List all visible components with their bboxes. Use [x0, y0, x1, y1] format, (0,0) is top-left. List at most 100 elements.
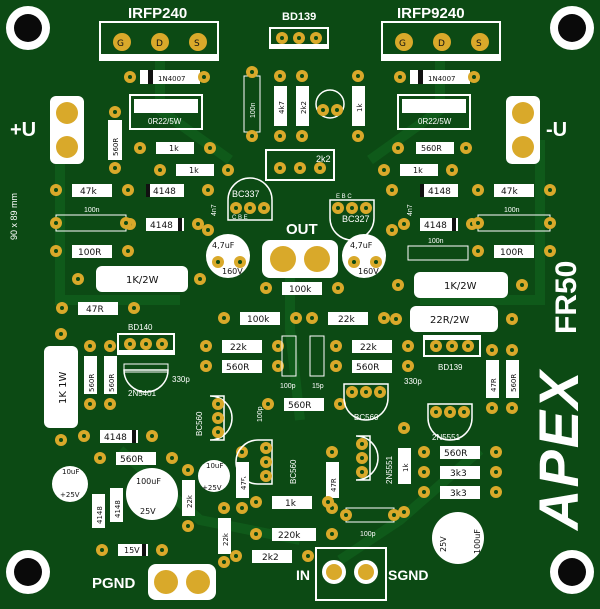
q-2n5551-c-label: 2N5551 [385, 455, 394, 484]
c-100p-low-label: 100p [360, 531, 376, 538]
r-47r-c-label: 47R [330, 478, 338, 492]
r-47r-left-label: 47R [86, 305, 104, 315]
plus-u-terminal: +U [10, 96, 84, 164]
zener-15v: 15V [96, 544, 168, 556]
r-1k-left-label: 1k [169, 144, 179, 153]
r-560r-r4-label: 560R [510, 374, 518, 392]
transistor-2n5551: 2N5551 [427, 403, 473, 442]
minus-u-terminal: -U [506, 96, 567, 164]
plus-u-label: +U [10, 119, 36, 141]
sgnd-label: SGND [388, 567, 428, 583]
resistor-1k2w-right: 1K/2W [392, 272, 528, 298]
cap-100uf-left-v-label: 25V [140, 507, 156, 516]
c-100n-right2-label: 100n [428, 238, 444, 245]
r-1k-left2-label: 1k [189, 166, 199, 175]
cap-10uf-left: 10uF +25V [52, 466, 88, 502]
r-47r-right-label: 47R [490, 378, 498, 392]
resistor-100k-out: 100k [260, 282, 344, 295]
model-label: FR50 [550, 261, 583, 334]
c-330p-left-label: 330p [172, 375, 190, 384]
d-1n4007-right-label: 1N4007 [428, 75, 456, 83]
resistor-560r-mid: 560R [262, 398, 346, 411]
cap-10uf-left-label: 10uF [62, 468, 79, 476]
q-bc560-left-label: BC560 [195, 411, 204, 436]
r-560r-l1-label: 560R [88, 374, 96, 392]
transistor-bc560-left: BC560 100p [195, 395, 264, 441]
r-22r2w-label: 22R/2W [430, 315, 469, 326]
brand-label: APEX [527, 368, 590, 532]
c-100p-l-label: 100p [280, 383, 296, 390]
c-330p-right-label: 330p [404, 377, 422, 386]
cap-100uf-right: 25V 100uF [432, 512, 484, 564]
r-1k-low-label: 1k [285, 499, 297, 509]
cap-100p-low: 100p [340, 507, 400, 538]
d-4148-left-label: 4148 [153, 187, 176, 197]
mounting-holes [6, 6, 594, 594]
resistor-220k: 220k [250, 528, 338, 541]
r-100k-out-label: 100k [289, 285, 312, 295]
0-label: G [117, 39, 124, 49]
c-100p-mid-label: 100p [257, 406, 264, 422]
r-1k-v-label: 1k [402, 463, 410, 472]
pgnd-terminal: PGND [92, 564, 216, 600]
transistor-bd139-bottom: BD139 330p [404, 335, 481, 386]
d-4148-v-label: 4148 [96, 506, 104, 524]
resistor-mid-left-pair: 22k 560R [200, 340, 284, 373]
q-bc337-pins-label: C B E [232, 215, 248, 221]
cap-4u7-left: 4,7uF 160V [206, 234, 250, 278]
resistor-mid-right-pair: 22k 560R [330, 340, 414, 373]
cap-4u7-right: 4,7uF 160V [342, 234, 386, 278]
in-label: IN [296, 567, 310, 583]
transistor-bc560-right: BC560 [343, 383, 389, 422]
cap-4u7-left-label: 4,7uF [212, 241, 235, 250]
r-1k-top-label: 1k [356, 103, 364, 112]
resistor-0r22-left: 0R22/5W [129, 94, 203, 130]
cap-10uf-mid-v-label: +25V [202, 484, 222, 492]
cap-4u7-left-v-label: 160V [222, 267, 243, 276]
r-560r-r5-label: 560R [444, 449, 467, 459]
q-bd140-label: BD140 [128, 323, 153, 332]
diode-resistor-low-left: 4148 560R [78, 430, 178, 465]
1-label: D [438, 39, 445, 49]
input-connector: IN SGND [296, 547, 428, 601]
q-bd139-bottom-label: BD139 [438, 363, 463, 372]
label-label: BD139 [282, 11, 316, 23]
r-0r22-left-label: 0R22/5W [148, 117, 182, 126]
d-4148-right-label: 4148 [428, 187, 451, 197]
out-terminal: OUT [262, 221, 338, 278]
diodes-vertical-left: 4148 4148 [92, 488, 123, 528]
r-1k2w-right-label: 1K/2W [444, 281, 477, 292]
d-4148-v2-label: 4148 [114, 500, 122, 518]
transistor-bd140: BD140 [117, 323, 175, 355]
r-22k-v2-label: 22k [222, 532, 230, 546]
c-100n-top-label: 100n [250, 102, 257, 118]
r-100k-mid-label: 100k [247, 315, 270, 325]
r-3k3-a-label: 3k3 [450, 469, 467, 479]
d-1n4007-left-label: 1N4007 [158, 75, 186, 83]
r-560r-right-label: 560R [421, 144, 442, 153]
c-4n7-right-label: 4n7 [407, 204, 414, 216]
q-bc327-label: BC327 [342, 214, 370, 224]
resistor-560r-verticals-left: 560R 560R [84, 340, 117, 410]
r-100r-right-label: 100R [500, 248, 523, 258]
irfp240-label: IRFP240 [128, 5, 187, 22]
pot-2k2-label: 2k2 [316, 154, 331, 164]
zener-15v-label: 15V [124, 546, 140, 555]
r-2k2-low-label: 2k2 [262, 553, 279, 563]
r-47k-left-label: 47k [80, 187, 97, 197]
transistor-bc337: BC337 C B E [227, 177, 273, 221]
r-1k-right-label: 1k [413, 166, 423, 175]
r-560r-l3-label: 560R [226, 363, 249, 373]
c-15p-label: 15p [312, 383, 324, 390]
r-560r-r3-label: 560R [356, 363, 379, 373]
r-22k-r-label: 22k [360, 343, 377, 353]
q-bc560-c-label: BC560 [289, 459, 298, 484]
cap-100uf-right-label: 100uF [473, 529, 482, 554]
resistor-22r2w: 22R/2W [390, 306, 518, 332]
2-label: S [194, 39, 200, 49]
resistor-47r-vertical: 47R [236, 446, 249, 514]
cap-10uf-left-v-label: +25V [60, 491, 80, 499]
c-100n-right-label: 100n [504, 207, 520, 214]
cap-4u7-right-v-label: 160V [358, 267, 379, 276]
